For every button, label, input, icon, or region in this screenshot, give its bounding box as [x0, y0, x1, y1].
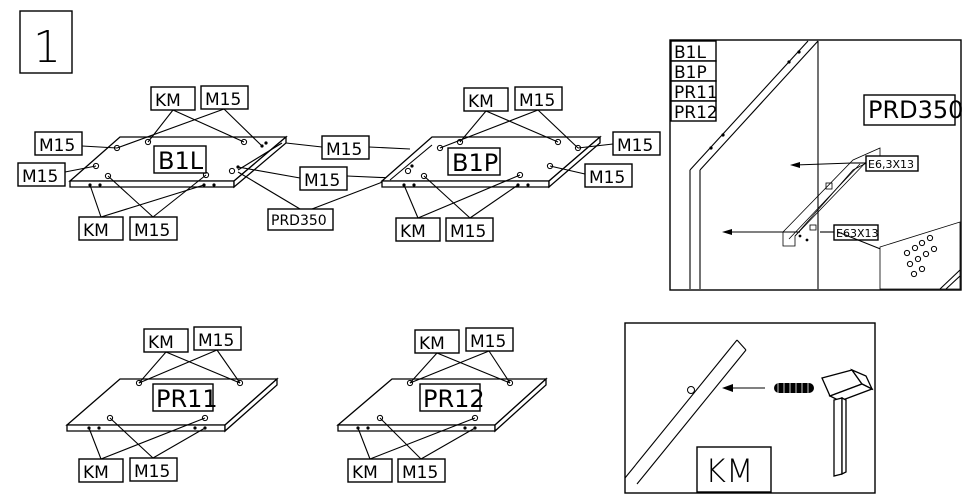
panel-pr11: PR11: [65, 377, 279, 433]
label-prd350: PRD350: [271, 213, 327, 229]
label-m15: M15: [589, 168, 625, 188]
label-km: KM: [83, 463, 109, 483]
km-detail-label: KM: [705, 452, 754, 490]
panel-b1l: B1L: [68, 135, 288, 189]
label-km: KM: [419, 334, 445, 354]
label-km: KM: [83, 221, 109, 241]
label-m15: M15: [450, 222, 486, 242]
part-list-item: PR12: [674, 103, 718, 123]
runner-label: PRD350: [868, 96, 963, 124]
part-list-item: B1P: [674, 63, 707, 83]
label-m15: M15: [519, 91, 555, 111]
part-list-item: B1L: [674, 43, 706, 63]
label-km: KM: [352, 463, 378, 483]
hammer-icon: [821, 368, 874, 477]
label-m15: M15: [134, 221, 170, 241]
label-m15: M15: [304, 171, 340, 191]
label-screw: E6,3X13: [868, 158, 914, 171]
label-km: KM: [468, 92, 494, 112]
part-list-item: PR11: [674, 83, 718, 103]
label-m15: M15: [402, 463, 438, 483]
step-number-box: 1: [19, 10, 73, 74]
b1p-callouts: KM M15 M15 M15 KM M15: [395, 86, 661, 242]
panel-b1p: B1P: [380, 135, 602, 189]
step-number: 1: [33, 22, 61, 73]
label-m15: M15: [22, 167, 58, 187]
label-screw: E63X13: [836, 227, 878, 240]
label-m15: M15: [326, 140, 362, 160]
panel-pr12: PR12: [336, 377, 548, 433]
pr11-callouts: KM M15 KM M15: [78, 326, 242, 483]
b1l-callouts: KM M15 M15 M15 KM M15 M15 M15 PRD350: [17, 85, 433, 241]
part-label-b1l: B1L: [158, 147, 204, 175]
label-km: KM: [148, 333, 174, 353]
part-label-pr12: PR12: [423, 385, 485, 413]
km-detail-panel: KM: [624, 322, 876, 494]
label-km: KM: [400, 222, 426, 242]
label-m15: M15: [39, 136, 75, 156]
label-m15: M15: [470, 332, 506, 352]
pr12-callouts: KM M15 KM M15: [347, 327, 514, 483]
part-label-b1p: B1P: [452, 149, 498, 177]
label-km: KM: [155, 91, 181, 111]
runner-detail-panel: B1L B1P PR11 PR12 E6,3X13: [669, 39, 963, 291]
label-m15: M15: [134, 462, 170, 482]
label-m15: M15: [617, 136, 653, 156]
label-m15: M15: [205, 90, 241, 110]
part-label-pr11: PR11: [156, 385, 218, 413]
label-m15: M15: [198, 331, 234, 351]
